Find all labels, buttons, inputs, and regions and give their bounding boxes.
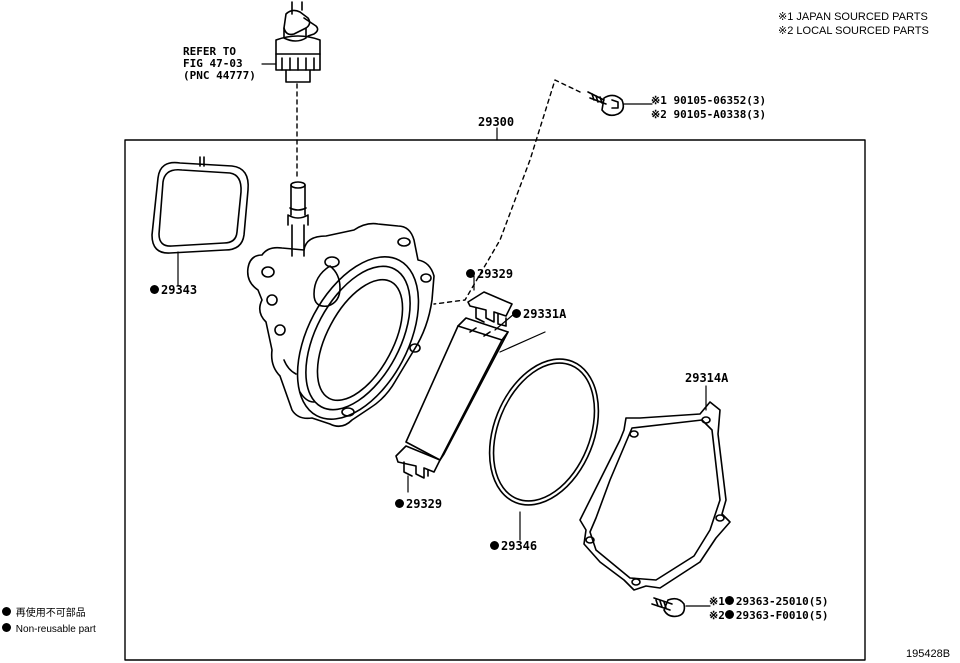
o-ring-drawing bbox=[488, 358, 600, 506]
callout-seal-bottom-text: 29329 bbox=[406, 497, 443, 511]
note-local-sourced: ※2 LOCAL SOURCED PARTS bbox=[778, 25, 929, 37]
vacuum-fitting-drawing bbox=[275, 1, 321, 83]
callout-bolt-top-2: ※2 90105-A0338(3) bbox=[651, 108, 767, 121]
note-japan-sourced: ※1 JAPAN SOURCED PARTS bbox=[778, 11, 928, 23]
cover-drawing bbox=[579, 401, 731, 591]
gasket-drawing bbox=[151, 156, 249, 254]
non-reusable-dot-icon bbox=[466, 269, 475, 278]
legend-jp-text: 再使用不可部品 bbox=[15, 608, 86, 619]
non-reusable-dot-icon bbox=[490, 541, 499, 550]
callout-rotor: 29331A bbox=[512, 308, 566, 320]
refer-line-3: (PNC 44777) bbox=[183, 69, 256, 82]
callout-assembly: 29300 bbox=[478, 115, 515, 129]
callout-o-ring: 29346 bbox=[490, 540, 537, 552]
refer-label: REFER TO FIG 47-03 (PNC 44777) bbox=[183, 46, 256, 82]
callout-bolt-bottom-2-prefix: ※2 bbox=[709, 609, 725, 622]
refer-line-2: FIG 47-03 bbox=[183, 57, 243, 70]
callout-bolt-top-1: ※1 90105-06352(3) bbox=[651, 94, 767, 107]
callout-bolt-bottom-2-text: 29363-F0010(5) bbox=[735, 609, 829, 622]
pump-housing-drawing bbox=[246, 222, 435, 428]
rotor-drawing bbox=[405, 317, 509, 461]
callout-bolt-bottom-1-text: 29363-25010(5) bbox=[735, 595, 829, 608]
callout-bolt-bottom-2: ※2 29363-F0010(5) bbox=[709, 610, 829, 621]
seal-top-drawing bbox=[467, 291, 513, 327]
legend-en-text: Non-reusable part bbox=[15, 624, 96, 635]
non-reusable-dot-icon bbox=[512, 309, 521, 318]
callout-cover: 29314A bbox=[685, 371, 729, 385]
non-reusable-dot-icon bbox=[2, 623, 11, 632]
callout-rotor-text: 29331A bbox=[523, 307, 567, 321]
pump-port-drawing bbox=[287, 181, 309, 257]
callout-bolt-bottom-1: ※1 29363-25010(5) bbox=[709, 596, 829, 607]
legend-en: Non-reusable part bbox=[2, 623, 96, 635]
non-reusable-dot-icon bbox=[395, 499, 404, 508]
callout-gasket-text: 29343 bbox=[161, 283, 198, 297]
seal-bottom-drawing bbox=[395, 445, 441, 479]
callout-seal-top-text: 29329 bbox=[477, 267, 514, 281]
non-reusable-dot-icon bbox=[724, 610, 734, 619]
non-reusable-dot-icon bbox=[150, 285, 159, 294]
callout-seal-bottom: 29329 bbox=[395, 498, 442, 510]
figure-id: 195428B bbox=[906, 648, 951, 660]
top-bolt-drawing bbox=[587, 91, 625, 117]
callout-o-ring-text: 29346 bbox=[501, 539, 538, 553]
legend-jp: 再使用不可部品 bbox=[2, 607, 86, 619]
bottom-bolt-drawing bbox=[651, 597, 686, 618]
refer-line-1: REFER TO bbox=[183, 45, 236, 58]
callout-gasket: 29343 bbox=[150, 284, 197, 296]
callout-seal-top: 29329 bbox=[466, 268, 513, 280]
non-reusable-dot-icon bbox=[724, 596, 734, 605]
callout-bolt-bottom-1-prefix: ※1 bbox=[709, 595, 725, 608]
non-reusable-dot-icon bbox=[2, 607, 11, 616]
assembly-frame bbox=[124, 139, 866, 661]
